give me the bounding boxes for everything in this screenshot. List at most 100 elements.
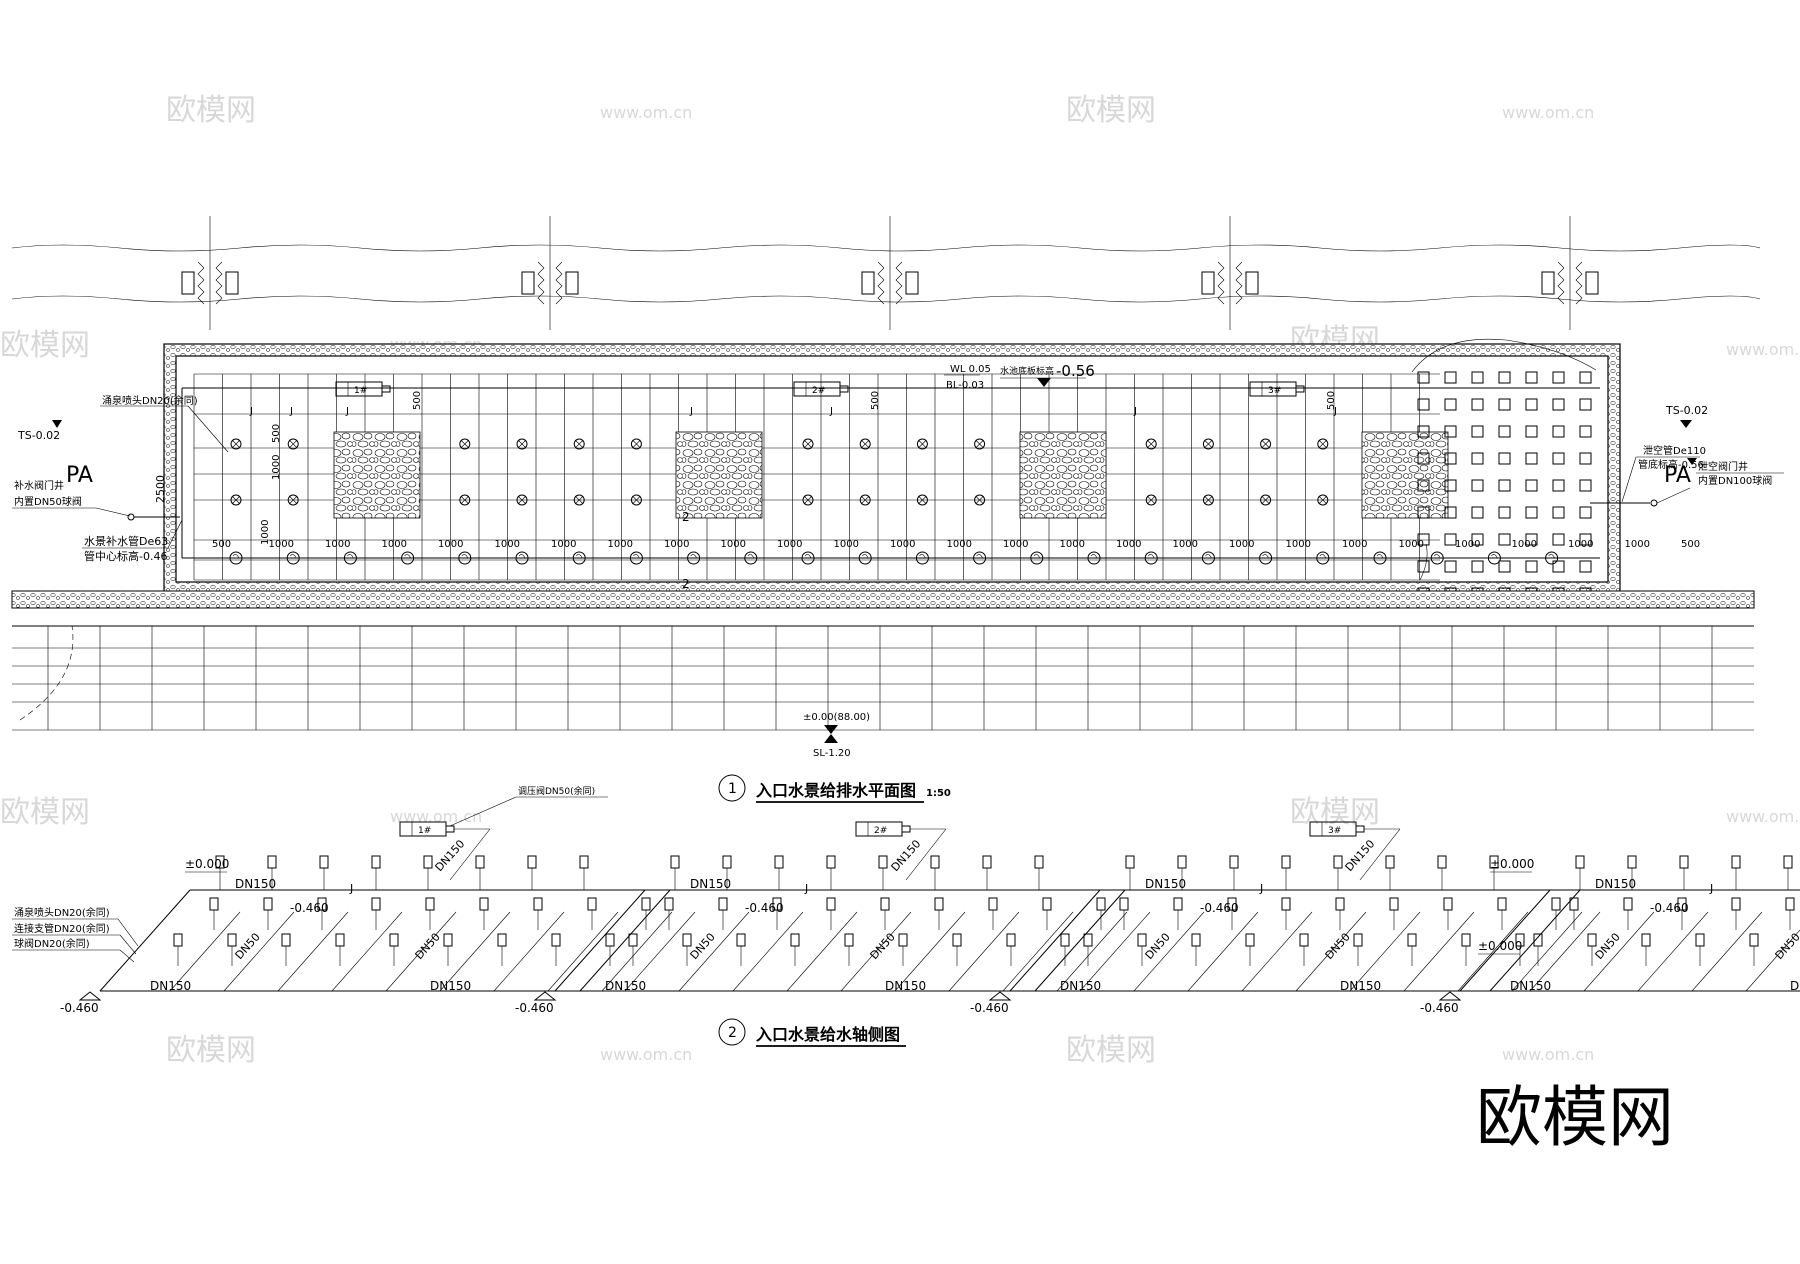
iso-elev-label: -0.460 [745, 901, 784, 915]
dim-label: 1000 [1512, 539, 1537, 550]
spray-head-icon [1317, 494, 1329, 506]
spray-head-icon [982, 855, 992, 869]
pa-left-label: PA [66, 463, 93, 488]
connector-flex [1235, 261, 1243, 305]
grid-square [1552, 452, 1565, 465]
spray-head-icon [1144, 551, 1158, 565]
spray-head-icon [774, 855, 784, 869]
spray-head-icon [858, 551, 872, 565]
spray-head-icon [790, 933, 800, 947]
connector-flex [1217, 261, 1225, 305]
iso-elev-top-label: ±0.000 [185, 857, 229, 871]
spray-head-icon [1205, 554, 1212, 559]
pump-pipe [1359, 828, 1401, 881]
spray-head-icon [229, 551, 243, 565]
iso-elev-top-label: ±0.000 [1490, 857, 1534, 871]
iso-dn150-label: DN150 [1145, 877, 1186, 891]
spray-head-icon [281, 933, 291, 947]
section-mark-1: 2 [682, 510, 690, 524]
pump-outlet [901, 825, 911, 833]
spray-head-icon [1333, 855, 1343, 869]
dim-label: 1000 [260, 520, 271, 545]
iso-branch [1349, 911, 1421, 992]
spray-head-icon [826, 897, 836, 911]
iso-branch [948, 911, 1020, 992]
dim-label: 1000 [551, 539, 576, 550]
spray-head-icon [1090, 554, 1098, 559]
iso-dn150-label: DN150 [235, 877, 276, 891]
pump-icon: 1#500 [335, 381, 423, 410]
iso-branch [1187, 911, 1259, 992]
spray-head-icon [1407, 933, 1417, 947]
spray-head-icon [1229, 855, 1239, 869]
spray-head-icon [288, 495, 298, 505]
iso-branch [223, 911, 295, 992]
ts-right-label: TS-0.02 [1665, 404, 1708, 417]
spray-head-icon [1679, 855, 1689, 869]
spray-head-icon [974, 438, 986, 450]
dim-label: 1000 [947, 539, 972, 550]
spray-head-icon [1389, 897, 1399, 911]
dim-label: 1000 [777, 539, 802, 550]
spray-head-icon [844, 933, 854, 947]
spray-head-icon [1204, 439, 1213, 449]
spray-head-icon [1319, 554, 1327, 559]
grid-square [1417, 452, 1430, 465]
spray-head-icon [173, 933, 183, 947]
spray-head-icon [918, 439, 927, 449]
dim-label: 1000 [325, 539, 350, 550]
iso-dn150-label: DN150 [889, 837, 924, 874]
iso-j-label: J [804, 882, 808, 895]
spray-head-icon [1385, 855, 1395, 869]
spray-head-icon [861, 554, 869, 559]
connector-block [905, 271, 919, 295]
iso-elev-label: -0.460 [1420, 1001, 1459, 1015]
watermark-brand: 欧模网 [1066, 93, 1156, 128]
iso-j-label: J [1709, 882, 1713, 895]
grid-square [1498, 533, 1511, 546]
spray-head-icon [587, 897, 597, 911]
pump-icon: 3#500 [1249, 381, 1337, 410]
drain-valve-label: 内置DN100球阀 [1698, 474, 1772, 487]
iso-branch [601, 911, 673, 992]
iso-branch [624, 911, 696, 992]
dim-label: 1000 [1342, 539, 1367, 550]
spray-head-icon [1497, 897, 1507, 911]
spray-head-icon [573, 494, 585, 506]
sl-label: SL-1.20 [813, 748, 851, 759]
pipe-j-label: J [829, 406, 833, 417]
spray-head-icon [860, 439, 870, 449]
grid-square [1444, 452, 1457, 465]
spray-head-icon [1137, 933, 1147, 947]
spray-head-icon [1785, 897, 1795, 911]
dim-label: 500 [1681, 539, 1700, 550]
iso-elev-label: -0.460 [1650, 901, 1689, 915]
dim-2500: 2500 [154, 475, 167, 503]
title-iso-number: 2 [728, 1025, 737, 1041]
spray-head-icon [1281, 855, 1291, 869]
dim-label: 1000 [1455, 539, 1480, 550]
pipe-j-label: J [249, 406, 253, 417]
spray-head-icon [479, 897, 489, 911]
spray-head-icon [1677, 897, 1687, 911]
grid-square [1525, 371, 1538, 384]
spray-head-icon [1353, 933, 1363, 947]
square-grid-area [1411, 338, 1597, 600]
spray-head-icon [722, 855, 732, 869]
iso-dn50-label: DN50 [1323, 930, 1353, 962]
spray-head-icon [1299, 933, 1309, 947]
grid-square [1498, 425, 1511, 438]
spray-head-icon [497, 933, 507, 947]
dim-label: 1000 [1173, 539, 1198, 550]
iso-elev-marker [78, 991, 102, 1001]
iso-dn150-label: DN150 [430, 979, 471, 993]
connector-block [1541, 271, 1555, 295]
spray-head-icon [916, 494, 928, 506]
grid-square [1444, 506, 1457, 519]
spray-head-icon [860, 495, 870, 505]
spray-head-icon [744, 551, 758, 565]
spray-head-icon [898, 933, 908, 947]
dim-label: 1000 [890, 539, 915, 550]
grid-square [1525, 533, 1538, 546]
spray-head-icon [880, 897, 890, 911]
